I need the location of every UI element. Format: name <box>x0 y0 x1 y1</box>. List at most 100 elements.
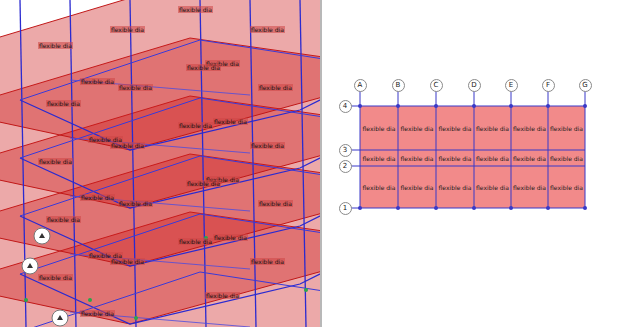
grid-bubble: B <box>392 79 405 92</box>
diaphragm-label: flexible dia <box>439 155 472 162</box>
diaphragm-label: flexible dia <box>363 125 396 132</box>
grid-label: C <box>434 81 439 89</box>
column-line <box>20 0 26 327</box>
slab-cell: flexible dia <box>475 151 510 165</box>
diaphragm-label: flexible dia <box>550 184 583 191</box>
grid-label: G <box>582 81 587 89</box>
beam-line <box>20 156 320 216</box>
grid-label: E <box>509 81 513 89</box>
column-dot <box>396 104 400 108</box>
diaphragm-label: flexible dia <box>476 125 509 132</box>
support-dot <box>24 298 28 302</box>
grid-bubble: 1 <box>339 202 352 215</box>
diaphragm-label: flexible dia <box>250 26 285 33</box>
diaphragm-label: flexible dia <box>38 274 73 281</box>
diaphragm-label: flexible dia <box>213 234 248 241</box>
slab-cell: flexible dia <box>361 151 397 165</box>
beam-line <box>20 95 320 150</box>
diaphragm-label: flexible dia <box>513 125 546 132</box>
slab-cell: flexible dia <box>399 151 435 165</box>
slab-cell: flexible dia <box>475 107 510 149</box>
diaphragm-label: flexible dia <box>80 310 115 317</box>
column-dot <box>396 206 400 210</box>
diaphragm-label: flexible dia <box>401 125 434 132</box>
diaphragm-label: flexible dia <box>110 26 145 33</box>
grid-line <box>351 150 585 151</box>
diaphragm-label: flexible dia <box>38 158 73 165</box>
diaphragm-label: flexible dia <box>550 155 583 162</box>
column-dot <box>509 104 513 108</box>
column-line <box>130 0 136 327</box>
grid-line <box>351 166 585 167</box>
slab-cell: flexible dia <box>437 151 473 165</box>
diaphragm-label: flexible dia <box>550 125 583 132</box>
slab-cell: flexible dia <box>361 107 397 149</box>
axis-symbol <box>57 315 63 320</box>
diaphragm-label: flexible dia <box>363 184 396 191</box>
slab-cell: flexible dia <box>399 107 435 149</box>
axis-bubble <box>34 228 50 244</box>
slab-cell: flexible dia <box>361 167 397 207</box>
axis-symbol <box>39 233 45 238</box>
diaphragm-label: flexible dia <box>439 125 472 132</box>
grid-label: 3 <box>343 146 347 154</box>
diaphragm-label: flexible dia <box>476 155 509 162</box>
grid-bubble: A <box>354 79 367 92</box>
diaphragm-label: flexible dia <box>46 100 81 107</box>
beam-line <box>20 98 320 158</box>
diaphragm-label: flexible dia <box>513 155 546 162</box>
floor-slab <box>0 0 320 150</box>
grid-bubble: D <box>468 79 481 92</box>
grid-label: 4 <box>343 102 347 110</box>
support-dot <box>304 288 308 292</box>
grid-bubble: 2 <box>339 160 352 173</box>
beam-line <box>20 272 320 327</box>
diaphragm-label: flexible dia <box>178 122 213 129</box>
diaphragm-label: flexible dia <box>205 292 240 299</box>
column-dot <box>472 104 476 108</box>
column-dot <box>434 206 438 210</box>
slab-plan <box>360 106 585 208</box>
grid-bubble: 3 <box>339 144 352 157</box>
slab-cell: flexible dia <box>549 151 584 165</box>
slab-cell: flexible dia <box>549 107 584 149</box>
diaphragm-label: flexible dia <box>439 184 472 191</box>
column-dot <box>546 104 550 108</box>
grid-bubble: G <box>579 79 592 92</box>
diaphragm-label: flexible dia <box>258 200 293 207</box>
grid-bubble: C <box>430 79 443 92</box>
diaphragm-label: flexible dia <box>250 142 285 149</box>
column-dot <box>583 104 587 108</box>
column-dot <box>358 206 362 210</box>
grid-label: A <box>358 81 363 89</box>
diaphragm-label: flexible dia <box>80 78 115 85</box>
support-dot <box>88 298 92 302</box>
column-dot <box>358 104 362 108</box>
axis-symbol <box>27 263 33 268</box>
diaphragm-label: flexible dia <box>186 180 221 187</box>
diaphragm-label: flexible dia <box>118 84 153 91</box>
column-dot <box>472 206 476 210</box>
diaphragm-label: flexible dia <box>401 184 434 191</box>
slab-cell: flexible dia <box>512 167 547 207</box>
beam-line <box>20 40 320 100</box>
slab-cell: flexible dia <box>512 107 547 149</box>
diaphragm-label: flexible dia <box>186 64 221 71</box>
slab-cell: flexible dia <box>475 167 510 207</box>
column-dot <box>583 206 587 210</box>
diaphragm-label: flexible dia <box>38 42 73 49</box>
beam-line <box>20 153 320 208</box>
slab-cell: flexible dia <box>437 107 473 149</box>
slab-cell: flexible dia <box>549 167 584 207</box>
diaphragm-label: flexible dia <box>110 258 145 265</box>
diaphragm-label: flexible dia <box>178 238 213 245</box>
diaphragm-label: flexible dia <box>401 155 434 162</box>
column-line <box>200 0 206 327</box>
support-dot <box>134 316 138 320</box>
slab-cell: flexible dia <box>399 167 435 207</box>
slab-cell: flexible dia <box>437 167 473 207</box>
diaphragm-label: flexible dia <box>110 142 145 149</box>
column-dot <box>434 104 438 108</box>
grid-label: 2 <box>343 162 347 170</box>
